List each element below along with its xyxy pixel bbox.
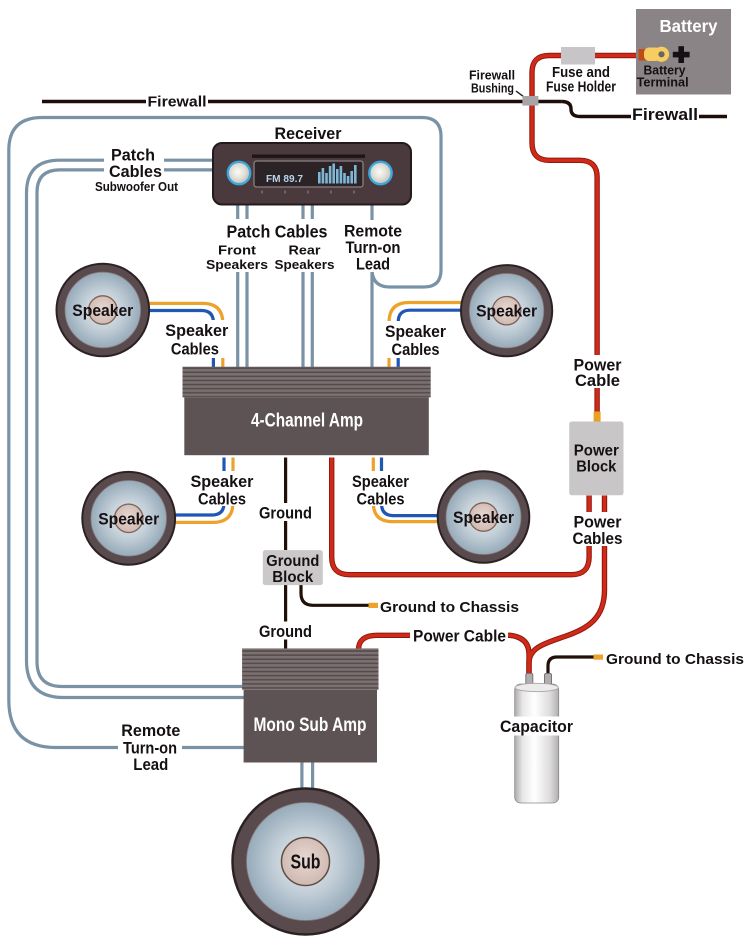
svg-text:Mono Sub Amp: Mono Sub Amp (254, 715, 367, 736)
svg-text:Speaker: Speaker (385, 322, 446, 341)
svg-text:Speaker: Speaker (98, 509, 159, 528)
svg-text:Bushing: Bushing (471, 82, 514, 96)
svg-text:Firewall: Firewall (632, 105, 698, 124)
svg-text:4-Channel Amp: 4-Channel Amp (251, 411, 363, 432)
svg-text:Cables: Cables (109, 162, 162, 181)
svg-text:Power: Power (574, 443, 619, 460)
svg-text:Speakers: Speakers (275, 258, 335, 272)
svg-text:Lead: Lead (133, 755, 168, 774)
svg-text:Power: Power (574, 513, 622, 532)
svg-text:Cables: Cables (392, 340, 440, 359)
svg-text:Front: Front (218, 244, 257, 258)
svg-text:Cables: Cables (171, 340, 219, 359)
svg-text:Sub: Sub (291, 852, 321, 874)
svg-text:Ground: Ground (266, 553, 319, 570)
svg-text:Lead: Lead (356, 255, 390, 274)
svg-text:FM 89.7: FM 89.7 (266, 174, 303, 185)
svg-text:Battery: Battery (660, 16, 718, 36)
svg-text:Power Cable: Power Cable (413, 627, 506, 646)
svg-text:Ground to Chassis: Ground to Chassis (380, 599, 519, 616)
svg-text:Turn-on: Turn-on (123, 739, 177, 758)
svg-text:Speaker: Speaker (191, 472, 254, 491)
svg-text:Fuse Holder: Fuse Holder (546, 79, 616, 96)
svg-text:Block: Block (576, 459, 616, 476)
svg-text:Speaker: Speaker (72, 301, 133, 320)
svg-text:Firewall: Firewall (469, 69, 515, 83)
svg-text:Fuse and: Fuse and (552, 64, 610, 81)
svg-text:Speakers: Speakers (206, 258, 268, 272)
svg-text:Speaker: Speaker (165, 321, 228, 340)
svg-text:Speaker: Speaker (476, 302, 537, 321)
svg-text:Rear: Rear (289, 244, 321, 258)
svg-text:Patch: Patch (111, 146, 155, 165)
svg-text:Firewall: Firewall (148, 94, 207, 111)
svg-text:Speaker: Speaker (352, 472, 409, 491)
svg-text:Power: Power (574, 356, 622, 375)
svg-text:Ground: Ground (259, 622, 312, 641)
svg-text:Receiver: Receiver (275, 124, 342, 143)
svg-text:Speaker: Speaker (453, 508, 514, 527)
svg-text:Remote: Remote (121, 721, 180, 740)
svg-text:Cables: Cables (573, 529, 623, 548)
svg-text:Capacitor: Capacitor (500, 717, 573, 736)
svg-text:Ground: Ground (259, 504, 312, 523)
svg-text:Cables: Cables (357, 490, 405, 509)
svg-text:Battery: Battery (644, 63, 687, 78)
svg-text:Ground to Chassis: Ground to Chassis (606, 651, 744, 668)
svg-text:Turn-on: Turn-on (346, 238, 401, 257)
svg-text:Block: Block (272, 569, 313, 586)
svg-text:Cable: Cable (575, 371, 620, 390)
svg-text:Terminal: Terminal (637, 75, 689, 90)
svg-text:Patch Cables: Patch Cables (227, 222, 328, 242)
svg-text:Remote: Remote (344, 222, 402, 241)
svg-text:Cables: Cables (198, 490, 246, 509)
svg-text:Subwoofer Out: Subwoofer Out (95, 180, 179, 194)
